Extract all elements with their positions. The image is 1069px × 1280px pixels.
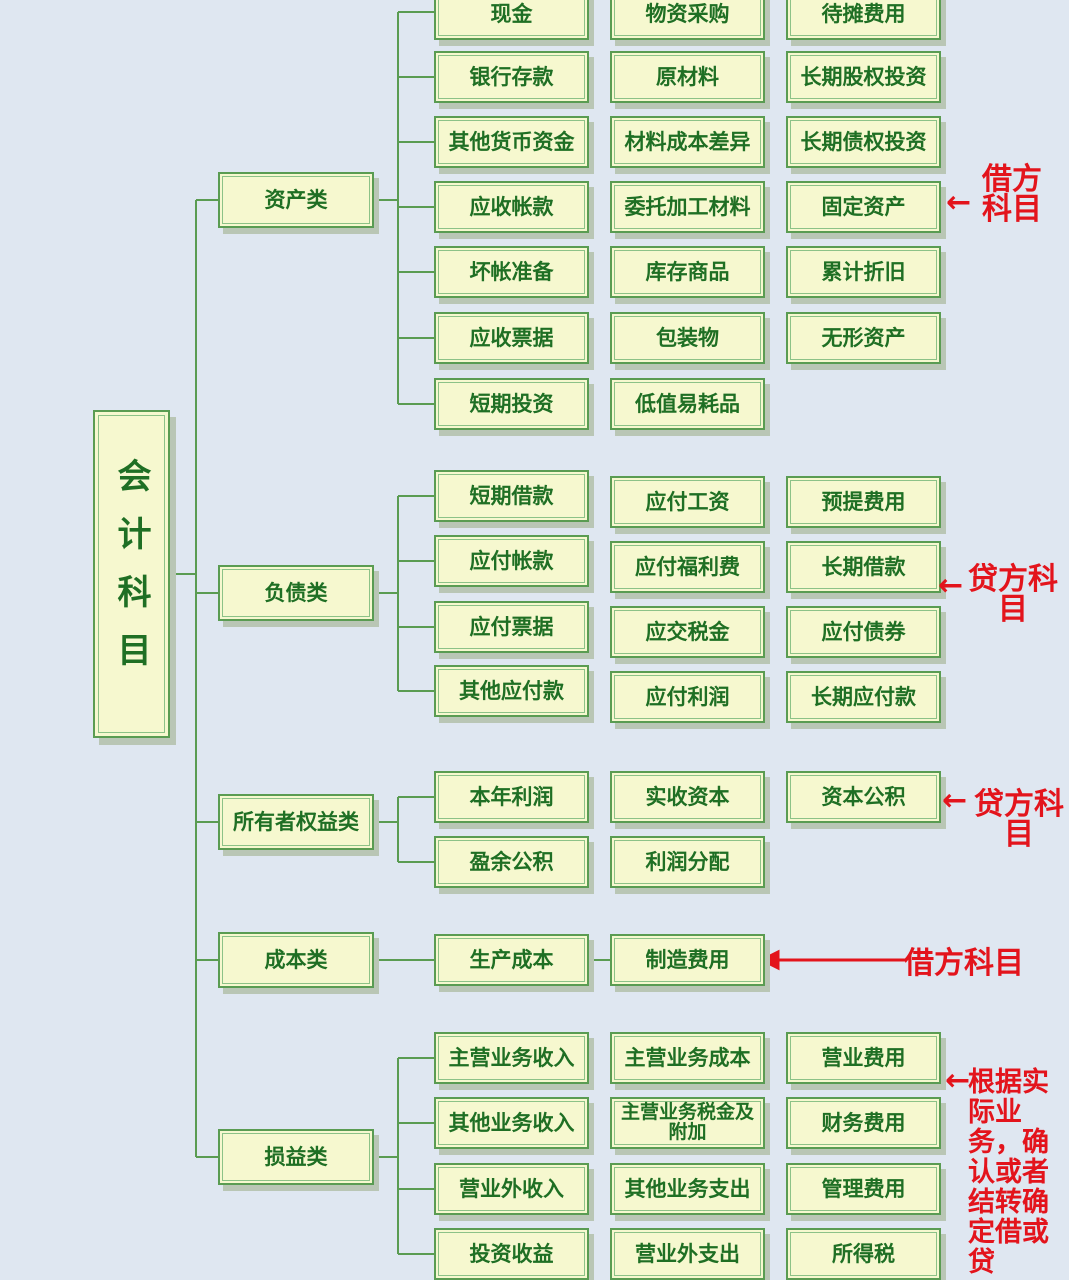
account-node: 无形资产	[786, 312, 941, 364]
account-node: 应收帐款	[434, 181, 589, 233]
account-node: 财务费用	[786, 1097, 941, 1149]
account-node: 低值易耗品	[610, 378, 765, 430]
account-node: 实收资本	[610, 771, 765, 823]
account-node: 长期借款	[786, 541, 941, 593]
account-node: 包装物	[610, 312, 765, 364]
account-node: 管理费用	[786, 1163, 941, 1215]
annotation-liabilities: 贷方科目	[968, 562, 1058, 627]
account-node: 固定资产	[786, 181, 941, 233]
account-node: 应交税金	[610, 606, 765, 658]
account-node: 投资收益	[434, 1228, 589, 1280]
account-node: 长期股权投资	[786, 51, 941, 103]
account-node: 应付票据	[434, 601, 589, 653]
account-node: 资本公积	[786, 771, 941, 823]
annotation-equity: 贷方科目	[974, 787, 1064, 852]
account-node: 本年利润	[434, 771, 589, 823]
account-node: 其他业务支出	[610, 1163, 765, 1215]
arrow-left-icon: ←	[942, 783, 968, 818]
account-node: 主营业务成本	[610, 1032, 765, 1084]
account-node: 应收票据	[434, 312, 589, 364]
account-node: 原材料	[610, 51, 765, 103]
category-cost: 成本类	[218, 932, 374, 988]
account-node: 营业外支出	[610, 1228, 765, 1280]
annotation-cost: 借方科目	[904, 946, 1024, 981]
account-node: 营业外收入	[434, 1163, 589, 1215]
account-node: 库存商品	[610, 246, 765, 298]
account-node: 银行存款	[434, 51, 589, 103]
account-node: 待摊费用	[786, 0, 941, 40]
root-node: 会计科目	[93, 410, 170, 738]
account-node: 物资采购	[610, 0, 765, 40]
arrow-left-icon: ←	[945, 1063, 971, 1098]
account-node: 短期借款	[434, 470, 589, 522]
account-node: 坏帐准备	[434, 246, 589, 298]
arrow-left-icon: ←	[938, 568, 964, 603]
category-liabilities: 负债类	[218, 565, 374, 621]
annotation-profit-loss: 根据实际业务，确认或者结转确定借或贷	[968, 1067, 1049, 1278]
account-node: 生产成本	[434, 934, 589, 986]
account-node: 短期投资	[434, 378, 589, 430]
account-node: 应付工资	[610, 476, 765, 528]
account-node: 长期应付款	[786, 671, 941, 723]
account-node: 应付福利费	[610, 541, 765, 593]
account-node: 现金	[434, 0, 589, 40]
account-node: 利润分配	[610, 836, 765, 888]
account-node: 主营业务收入	[434, 1032, 589, 1084]
account-node: 其他应付款	[434, 665, 589, 717]
account-node: 其他货币资金	[434, 116, 589, 168]
account-node: 应付债券	[786, 606, 941, 658]
account-node: 盈余公积	[434, 836, 589, 888]
account-node: 应付帐款	[434, 535, 589, 587]
account-node: 营业费用	[786, 1032, 941, 1084]
category-assets: 资产类	[218, 172, 374, 228]
account-node: 预提费用	[786, 476, 941, 528]
annotation-assets: 借方科目	[982, 162, 1042, 227]
account-node: 主营业务税金及附加	[610, 1097, 765, 1149]
category-equity: 所有者权益类	[218, 794, 374, 850]
account-node: 制造费用	[610, 934, 765, 986]
category-profit-loss: 损益类	[218, 1129, 374, 1185]
account-node: 应付利润	[610, 671, 765, 723]
account-node: 材料成本差异	[610, 116, 765, 168]
account-node: 其他业务收入	[434, 1097, 589, 1149]
account-node: 所得税	[786, 1228, 941, 1280]
arrow-left-icon: ←	[946, 185, 972, 220]
account-node: 长期债权投资	[786, 116, 941, 168]
account-node: 累计折旧	[786, 246, 941, 298]
account-node: 委托加工材料	[610, 181, 765, 233]
